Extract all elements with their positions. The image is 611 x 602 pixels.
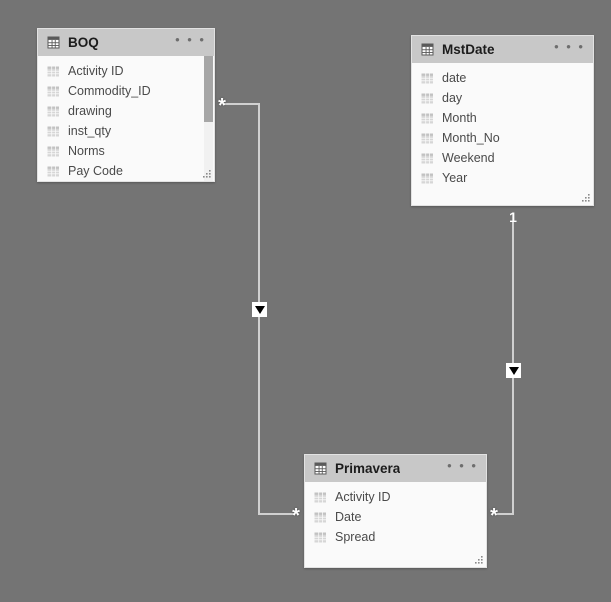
table-field-icon [47, 105, 60, 118]
table-card-mstdate[interactable]: MstDate • • • date [411, 35, 594, 206]
field-row[interactable]: inst_qty [38, 121, 214, 141]
field-name: Norms [68, 144, 105, 158]
field-name: Year [442, 171, 468, 185]
resize-handle-icon[interactable] [475, 556, 484, 565]
field-row[interactable]: date [412, 68, 593, 88]
table-field-icon [314, 491, 327, 504]
table-field-icon [421, 112, 434, 125]
table-name-primavera: Primavera [335, 461, 401, 476]
table-field-icon [47, 125, 60, 138]
field-row[interactable]: day [412, 88, 593, 108]
field-name: drawing [68, 104, 112, 118]
field-row[interactable]: Date [305, 507, 486, 527]
resize-handle-icon[interactable] [203, 170, 212, 179]
cardinality-one-mstdate[interactable]: 1 [509, 209, 517, 225]
table-field-icon [421, 172, 434, 185]
field-name: day [442, 91, 463, 105]
field-name: Commodity_ID [68, 84, 151, 98]
field-row[interactable]: Norms [38, 141, 214, 161]
table-header-boq[interactable]: BOQ • • • [38, 29, 214, 56]
table-menu-icon[interactable]: • • • [175, 32, 206, 47]
table-field-icon [47, 145, 60, 158]
field-name: Weekend [442, 151, 495, 165]
table-field-icon [47, 85, 60, 98]
field-row[interactable]: Activity ID [305, 487, 486, 507]
resize-handle-icon[interactable] [582, 194, 591, 203]
scrollbar-thumb[interactable] [204, 56, 213, 122]
field-row[interactable]: Pay Code [38, 161, 214, 181]
table-card-primavera[interactable]: Primavera • • • Activity ID [304, 454, 487, 568]
table-name-mstdate: MstDate [442, 42, 495, 57]
field-row[interactable]: Activity ID [38, 61, 214, 81]
field-row[interactable]: Month [412, 108, 593, 128]
table-field-icon [421, 72, 434, 85]
table-field-icon [314, 511, 327, 524]
table-icon [47, 36, 60, 49]
field-name: Activity ID [335, 490, 391, 504]
field-list-primavera: Activity ID Date [305, 482, 486, 547]
field-name: Spread [335, 530, 376, 544]
table-header-primavera[interactable]: Primavera • • • [305, 455, 486, 482]
table-field-icon [47, 165, 60, 178]
arrow-down-icon [254, 305, 265, 314]
table-icon [421, 43, 434, 56]
table-card-boq[interactable]: BOQ • • • Activity ID [37, 28, 215, 182]
field-row[interactable]: drawing [38, 101, 214, 121]
field-name: inst_qty [68, 124, 112, 138]
field-name: date [442, 71, 467, 85]
cardinality-many-primavera-left[interactable]: * [292, 505, 300, 527]
cardinality-many-primavera-right[interactable]: * [490, 505, 498, 527]
field-name: Month_No [442, 131, 500, 145]
field-list-mstdate: date day [412, 63, 593, 188]
table-field-icon [314, 531, 327, 544]
cardinality-many-boq[interactable]: * [218, 95, 226, 117]
table-field-icon [421, 132, 434, 145]
table-menu-icon[interactable]: • • • [554, 39, 585, 54]
cross-filter-arrow-mstdate-primavera[interactable] [506, 363, 521, 378]
table-field-icon [421, 92, 434, 105]
arrow-down-icon [508, 366, 519, 375]
field-name: Pay Code [68, 164, 123, 178]
table-menu-icon[interactable]: • • • [447, 458, 478, 473]
table-field-icon [421, 152, 434, 165]
vertical-scrollbar[interactable] [204, 56, 213, 181]
field-name: Month [442, 111, 477, 125]
table-name-boq: BOQ [68, 35, 99, 50]
field-row[interactable]: Month_No [412, 128, 593, 148]
field-row[interactable]: Year [412, 168, 593, 188]
table-field-icon [47, 65, 60, 78]
table-icon [314, 462, 327, 475]
field-row[interactable]: Spread [305, 527, 486, 547]
field-row[interactable]: Commodity_ID [38, 81, 214, 101]
field-list-boq: Activity ID Commodity_ID [38, 56, 214, 181]
relationship-line-mstdate-primavera[interactable] [497, 222, 514, 515]
table-header-mstdate[interactable]: MstDate • • • [412, 36, 593, 63]
field-row[interactable]: Weekend [412, 148, 593, 168]
cross-filter-arrow-boq-primavera[interactable] [252, 302, 267, 317]
field-name: Activity ID [68, 64, 124, 78]
field-name: Date [335, 510, 362, 524]
